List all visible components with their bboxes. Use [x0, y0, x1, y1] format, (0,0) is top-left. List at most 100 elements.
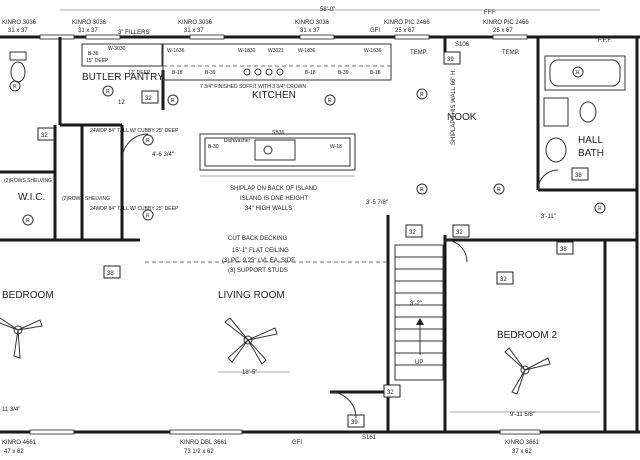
- cabinet-label: B-39: [205, 70, 216, 76]
- dim-bedroom-2: 9'-11 5/8": [510, 412, 535, 418]
- svg-text:R: R: [420, 92, 424, 98]
- k12-label: 12: [118, 100, 125, 106]
- svg-text:R: R: [328, 98, 332, 104]
- shelving-note: (2)ROWS SHELVING: [62, 196, 110, 202]
- island-cabinet: Dishwasher: [224, 138, 250, 144]
- room-hall-bath-2: BATH: [578, 148, 604, 159]
- stair-landing-dim: 3'-2": [410, 301, 422, 307]
- room-kitchen: KITCHEN: [252, 90, 296, 101]
- room-butler-pantry: BUTLER PANTRY: [82, 72, 164, 83]
- cabinet-label: W3021: [268, 48, 284, 54]
- window-size: 31 x 37: [300, 28, 320, 34]
- fff-label: F.F.F.: [598, 38, 612, 44]
- tag: 32: [141, 90, 159, 104]
- svg-text:32: 32: [145, 96, 152, 102]
- island-height-note: ISLAND IS ONE HEIGHT: [240, 196, 308, 202]
- kitchen-island: B-30 SB36 W-18 Dishwasher SHIPLAP ON BAC…: [199, 130, 356, 212]
- support-note: (3) SUPPORT STUDS: [228, 268, 288, 274]
- misc-notes: TEMP. TEMP. S106 S161 12 SHIPLAP THIS WA…: [118, 42, 520, 441]
- top-window-labels: KINRO 3036 31 x 37 KINRO 3036 31 x 37 KI…: [2, 10, 612, 44]
- shiplap-wall-note: SHIPLAP THIS WALL 66" H.: [451, 69, 457, 145]
- overall-dimension: 58'-0": [60, 7, 600, 13]
- interior-walls: [0, 37, 637, 432]
- window-label: KINRO PIC 2466: [483, 20, 529, 26]
- ceiling-fan-icon: [0, 317, 43, 359]
- gfi-label: GFI: [292, 440, 302, 446]
- svg-text:R: R: [497, 187, 501, 193]
- window-label: KINRO PIC 2466: [384, 20, 430, 26]
- svg-text:39: 39: [351, 420, 358, 426]
- svg-text:38: 38: [575, 173, 582, 179]
- top-cabinets: B-36 W-3030 W-1636 B-18 B-39 W-1830 W302…: [81, 30, 392, 90]
- window-label: KINRO 4661: [2, 440, 37, 446]
- closet-notes: (2)ROWS SHELVING (2)ROWS SHELVING 24WDP …: [4, 128, 179, 212]
- bottom-window-marks: [29, 429, 541, 435]
- shelving-note: (2)ROWS SHELVING: [4, 178, 52, 184]
- svg-text:R: R: [171, 98, 175, 104]
- window-size: 47 x 62: [4, 449, 24, 455]
- svg-text:R: R: [106, 89, 110, 95]
- lvl-note: (3) PC. 9.25" LVL EA. SIDE: [222, 258, 295, 264]
- tag: 39: [443, 51, 461, 65]
- tag: 38: [103, 265, 121, 279]
- deep-note: 12" DEEP: [128, 70, 151, 76]
- dim-living: 18'-5": [242, 370, 257, 376]
- window-label: KINRO 3661: [505, 440, 540, 446]
- window-size: 37 x 62: [512, 449, 532, 455]
- window-label: KINRO DBL 3661: [180, 440, 228, 446]
- light-icon: R: [594, 202, 606, 214]
- window-label: KINRO 3036: [178, 20, 213, 26]
- svg-text:R: R: [420, 187, 424, 193]
- dim-nook-right: 3'-11": [541, 214, 556, 220]
- svg-text:32: 32: [500, 277, 507, 283]
- window-size: 25 x 67: [493, 28, 513, 34]
- top-window-marks: [39, 34, 528, 40]
- tag: 38: [571, 167, 589, 181]
- cabinet-label: B-18: [370, 70, 381, 76]
- light-icon: R: [142, 209, 154, 221]
- window-size: 25 x 67: [395, 28, 415, 34]
- svg-text:32: 32: [41, 133, 48, 139]
- gfi-label: GFI: [370, 28, 380, 34]
- s161-label: S161: [362, 435, 377, 441]
- light-icon: R: [416, 88, 428, 100]
- tags: 32 32 39 32 38 32 38 32 38 32 39: [37, 51, 589, 428]
- tag: 32: [37, 127, 55, 141]
- window-size: 73 1/2 x 62: [184, 449, 214, 455]
- cabinet-label: W-3030: [108, 46, 126, 52]
- stair-up-label: UP: [415, 360, 423, 366]
- light-icon: R: [572, 66, 584, 78]
- window-label: KINRO 3036: [2, 20, 37, 26]
- staircase: UP 3'-2": [394, 244, 444, 381]
- cut-back-note: CUT BACK DECKING: [228, 236, 288, 242]
- light-icon: R: [142, 134, 154, 146]
- tag: 38: [556, 241, 574, 255]
- cabinet-label: B-39: [338, 70, 349, 76]
- ceiling-fan-icon: [224, 317, 278, 365]
- dim-bedroom: 11 3/4": [2, 407, 20, 413]
- svg-text:32: 32: [456, 230, 463, 236]
- cabinet-label: B-18: [172, 70, 183, 76]
- toilet-icon: [9, 51, 27, 83]
- high-walls-note: 34" HIGH WALLS: [245, 206, 292, 212]
- light-icon: R: [416, 183, 428, 195]
- flat-ceiling-note: 15'-1" FLAT CEILING: [232, 248, 289, 254]
- room-nook: NOOK: [447, 112, 477, 123]
- svg-text:R: R: [26, 218, 30, 224]
- deep-note: 15" DEEP: [86, 58, 109, 64]
- dim-island-offset: 3'-5 7/8": [366, 200, 388, 206]
- svg-text:32: 32: [387, 390, 394, 396]
- island-cabinet: B-30: [208, 144, 219, 150]
- svg-text:R: R: [146, 138, 150, 144]
- window-size: 31 x 37: [8, 28, 28, 34]
- svg-text:39: 39: [447, 57, 454, 63]
- tag: 32: [405, 224, 423, 238]
- temp-label: TEMP.: [410, 50, 428, 56]
- cabinet-label: B-36: [88, 51, 99, 57]
- cabinet-label: W-1636: [167, 48, 185, 54]
- soffit-note: 7 3/4" FINISHED SOFFIT WITH 3 3/4" CROWN: [200, 84, 306, 90]
- window-size: 31 x 37: [78, 28, 98, 34]
- s106-label: S106: [455, 42, 470, 48]
- light-fixtures: R R R R R R R R R R R R: [9, 66, 606, 226]
- room-bedroom: BEDROOM: [2, 290, 54, 301]
